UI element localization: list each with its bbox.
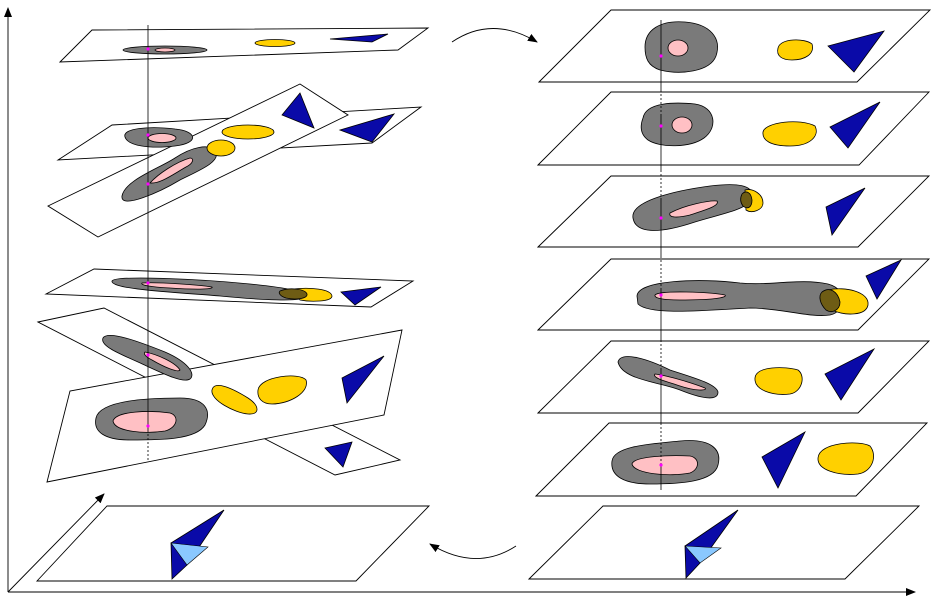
- right-slice-2: [536, 91, 931, 166]
- right-base-plane: [527, 505, 921, 580]
- right-slice-5: [536, 340, 931, 414]
- curved-arrow-bottom: [429, 543, 517, 559]
- left-stack: [35, 25, 431, 582]
- right-slice-6: [534, 422, 929, 497]
- left-base-plane: [35, 505, 431, 582]
- right-slice-4: [536, 258, 931, 331]
- transition-arrows: [429, 28, 538, 559]
- curved-arrow-top: [451, 28, 538, 43]
- right-slice-1: [537, 9, 932, 83]
- left-slice-3: [44, 268, 415, 308]
- depth-axis: [7, 493, 105, 593]
- right-slice-3: [536, 175, 931, 248]
- left-slice-4: [36, 307, 403, 483]
- right-stack: [527, 9, 932, 580]
- left-slice-2: [47, 83, 423, 238]
- axes: [3, 7, 916, 596]
- left-slice-1: [58, 27, 430, 63]
